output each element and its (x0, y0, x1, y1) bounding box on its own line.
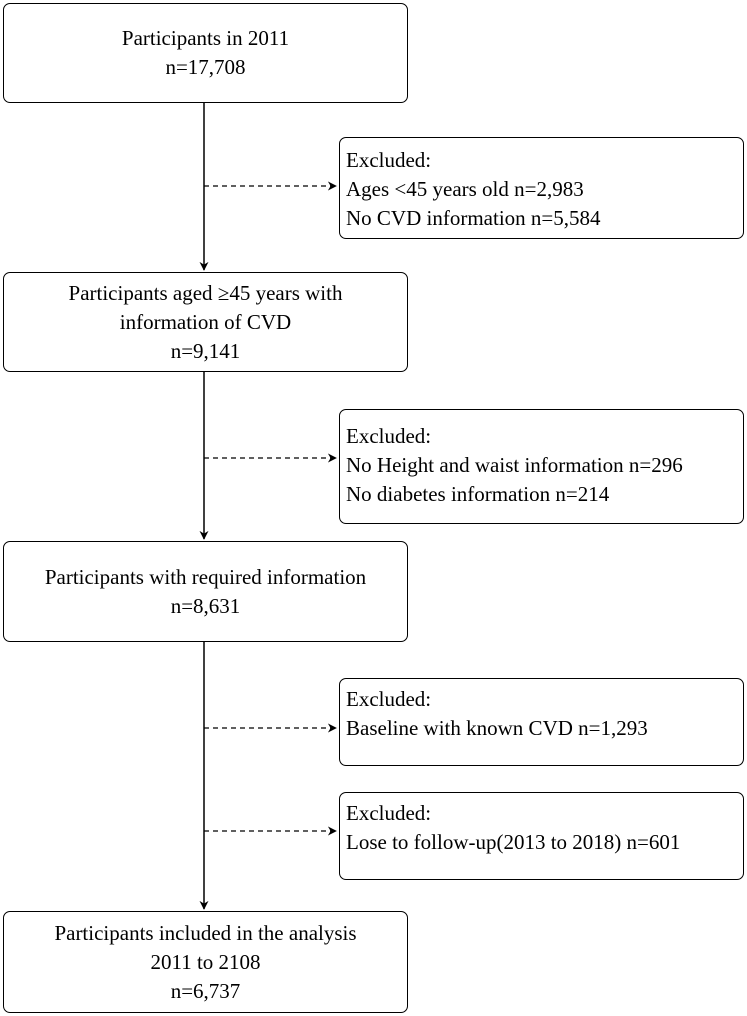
stage-count: n=6,737 (170, 978, 241, 1003)
stage-participants-2011: Participants in 2011 n=17,708 (3, 3, 408, 103)
exclusion-item: No Height and waist information n=296 (346, 453, 683, 477)
exclusion-heading: Excluded: (346, 148, 432, 172)
stage-count: n=9,141 (170, 338, 241, 363)
exclusion-item: No diabetes information n=214 (346, 482, 610, 506)
stage-required-information: Participants with required information n… (3, 541, 408, 642)
exclusion-heading: Excluded: (346, 801, 432, 825)
exclusion-heading: Excluded: (346, 424, 432, 448)
stage-included-analysis: Participants included in the analysis 20… (3, 911, 408, 1013)
exclusion-heading: Excluded: (346, 687, 432, 711)
stage-text: Participants in 2011 (121, 26, 290, 50)
exclusion-box-4: Excluded: Lose to follow-up(2013 to 2018… (339, 792, 744, 880)
exclusion-item: No CVD information n=5,584 (346, 206, 601, 230)
exclusion-item: Lose to follow-up(2013 to 2018) n=601 (346, 830, 681, 854)
exclusion-box-2: Excluded: No Height and waist informatio… (339, 409, 744, 524)
stage-text: 2011 to 2108 (150, 949, 261, 974)
stage-text: Participants included in the analysis (54, 920, 357, 945)
exclusion-item: Ages <45 years old n=2,983 (346, 177, 584, 201)
exclusion-box-3: Excluded: Baseline with known CVD n=1,29… (339, 678, 744, 766)
exclusion-item: Baseline with known CVD n=1,293 (346, 716, 648, 740)
stage-count: n=17,708 (165, 55, 246, 79)
stage-text: Participants aged ≥45 years with (68, 280, 343, 305)
stage-aged-45-with-cvd: Participants aged ≥45 years with informa… (3, 272, 408, 372)
stage-text: Participants with required information (44, 564, 367, 589)
exclusion-box-1: Excluded: Ages <45 years old n=2,983 No … (339, 137, 744, 239)
stage-text: information of CVD (119, 309, 292, 334)
stage-count: n=8,631 (170, 593, 241, 618)
